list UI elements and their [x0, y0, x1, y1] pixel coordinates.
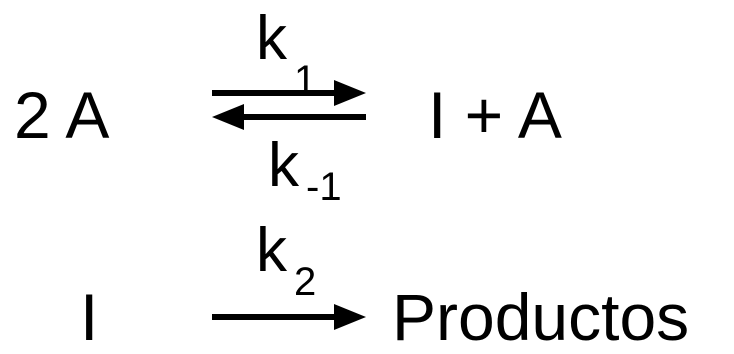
reaction1-product: I + A: [428, 78, 562, 152]
reaction1-reactant: 2 A: [14, 78, 110, 152]
forward-arrow-reaction1: [212, 80, 366, 106]
k-minus1-subscript: -1: [306, 165, 342, 209]
reverse-arrow-reaction1: [212, 104, 366, 130]
k2-symbol: k: [256, 216, 287, 285]
k-minus1-symbol: k: [268, 131, 299, 200]
k2-subscript: 2: [294, 260, 317, 304]
k1-symbol: k: [256, 4, 287, 73]
forward-arrow-reaction2: [212, 304, 366, 330]
reaction2-reactant: I: [80, 280, 99, 354]
reaction2-product: Productos: [392, 280, 690, 354]
